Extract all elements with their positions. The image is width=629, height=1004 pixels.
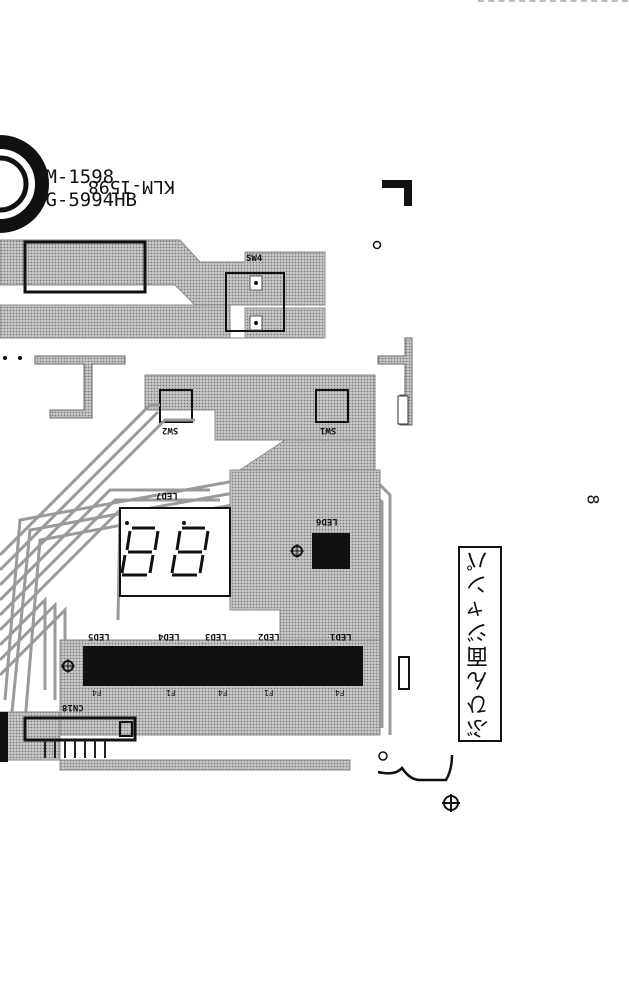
- jumper-note-box: ぶひん面ジャンパ: [458, 546, 502, 742]
- model-code-line2: YG-5994HB: [34, 189, 137, 211]
- label-led4: LED4: [158, 631, 180, 641]
- wire-hook: [377, 754, 454, 782]
- copper-sw-area: [144, 374, 376, 441]
- pin-label-5: F4: [335, 688, 345, 697]
- silk-rect-top: [23, 240, 147, 294]
- switch-sw4: [225, 272, 285, 332]
- top-dashed-rule: [478, 0, 628, 4]
- pin-label-4: F1: [264, 688, 274, 697]
- seven-segment-display-led7: [119, 507, 231, 597]
- label-led3: LED3: [205, 631, 227, 641]
- pin-label-2: F1: [166, 688, 176, 697]
- bracket-left: [34, 355, 126, 419]
- copper-led-area: [229, 469, 381, 641]
- copper-band-top: [0, 239, 326, 306]
- copper-band-second: [0, 304, 326, 339]
- connector-cn18: [23, 716, 137, 758]
- label-led7: LED7: [156, 490, 178, 500]
- led-bar: [83, 646, 363, 686]
- model-code-line1: LM-1598: [34, 166, 115, 188]
- mounting-ring-icon: [0, 135, 49, 233]
- switch-sw1: [315, 389, 349, 423]
- mounting-hole-icon: [372, 240, 382, 250]
- label-sw2: SW2: [162, 425, 179, 435]
- led6-pad: [312, 533, 350, 569]
- registration-target-icon: [61, 544, 460, 812]
- pin-label-3: F4: [218, 688, 228, 697]
- label-led5: LED5: [88, 631, 110, 641]
- label-sw1: SW1: [320, 425, 337, 435]
- label-led6: LED6: [316, 516, 338, 526]
- label-led2: LED2: [258, 631, 280, 641]
- slot-hole: [398, 656, 410, 690]
- pin-label-1: F4: [92, 688, 102, 697]
- corner-bracket-icon: [382, 180, 412, 206]
- page-number: 8: [583, 494, 603, 505]
- label-sw4: SW4: [246, 254, 263, 264]
- connector-label: CN18: [62, 702, 84, 712]
- jumper-note-text: ぶひん面ジャンパ: [467, 548, 492, 740]
- label-led1: LED1: [330, 631, 352, 641]
